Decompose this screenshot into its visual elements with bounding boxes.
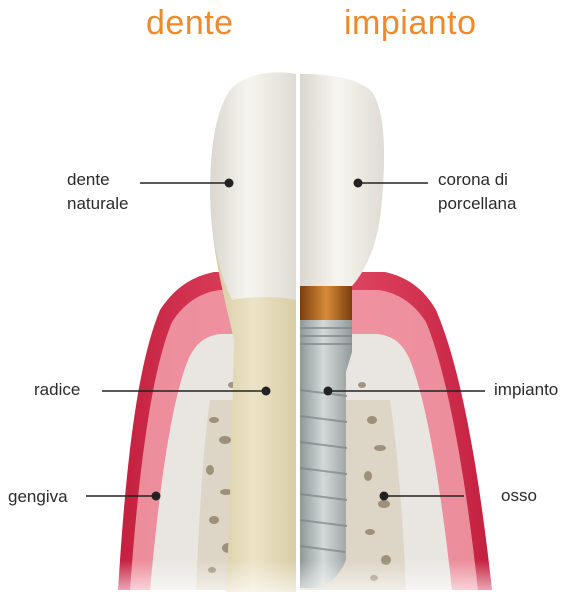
dot-root [262,387,271,396]
label-implant: impianto [494,378,558,402]
dot-bone [380,492,389,501]
dot-implant [324,387,333,396]
implant-abutment [300,286,352,320]
label-natural-tooth: dente naturale [67,168,128,216]
dot-gum [152,492,161,501]
label-bone: osso [501,484,537,508]
label-gum: gengiva [8,485,68,509]
dot-natural-tooth [225,179,234,188]
label-root: radice [34,378,80,402]
label-crown: corona di porcellana [438,168,516,216]
dot-crown [354,179,363,188]
